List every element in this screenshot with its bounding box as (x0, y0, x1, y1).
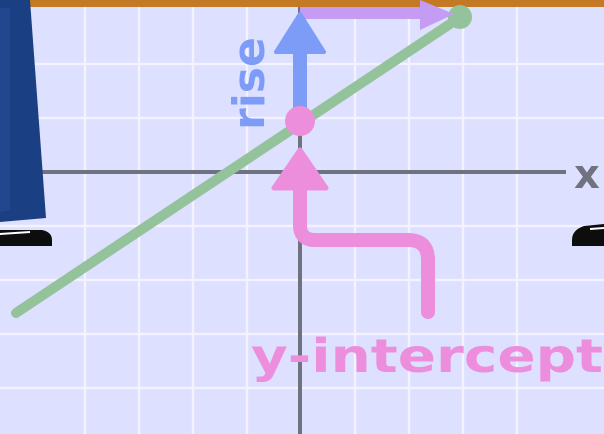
intercept-point-icon (285, 106, 315, 136)
character-left (0, 0, 52, 246)
rise-label: rise (224, 37, 275, 130)
top-bar (0, 0, 604, 7)
y-intercept-label: y-intercept (251, 329, 603, 383)
intercept-pointer-arrow-icon (271, 147, 435, 319)
character-right-shoe (572, 224, 604, 246)
x-axis-label: x (574, 152, 600, 198)
run-arrow-icon (300, 0, 454, 30)
slope-line (11, 11, 467, 318)
end-point (448, 5, 472, 29)
rise-arrow-icon (274, 12, 326, 122)
